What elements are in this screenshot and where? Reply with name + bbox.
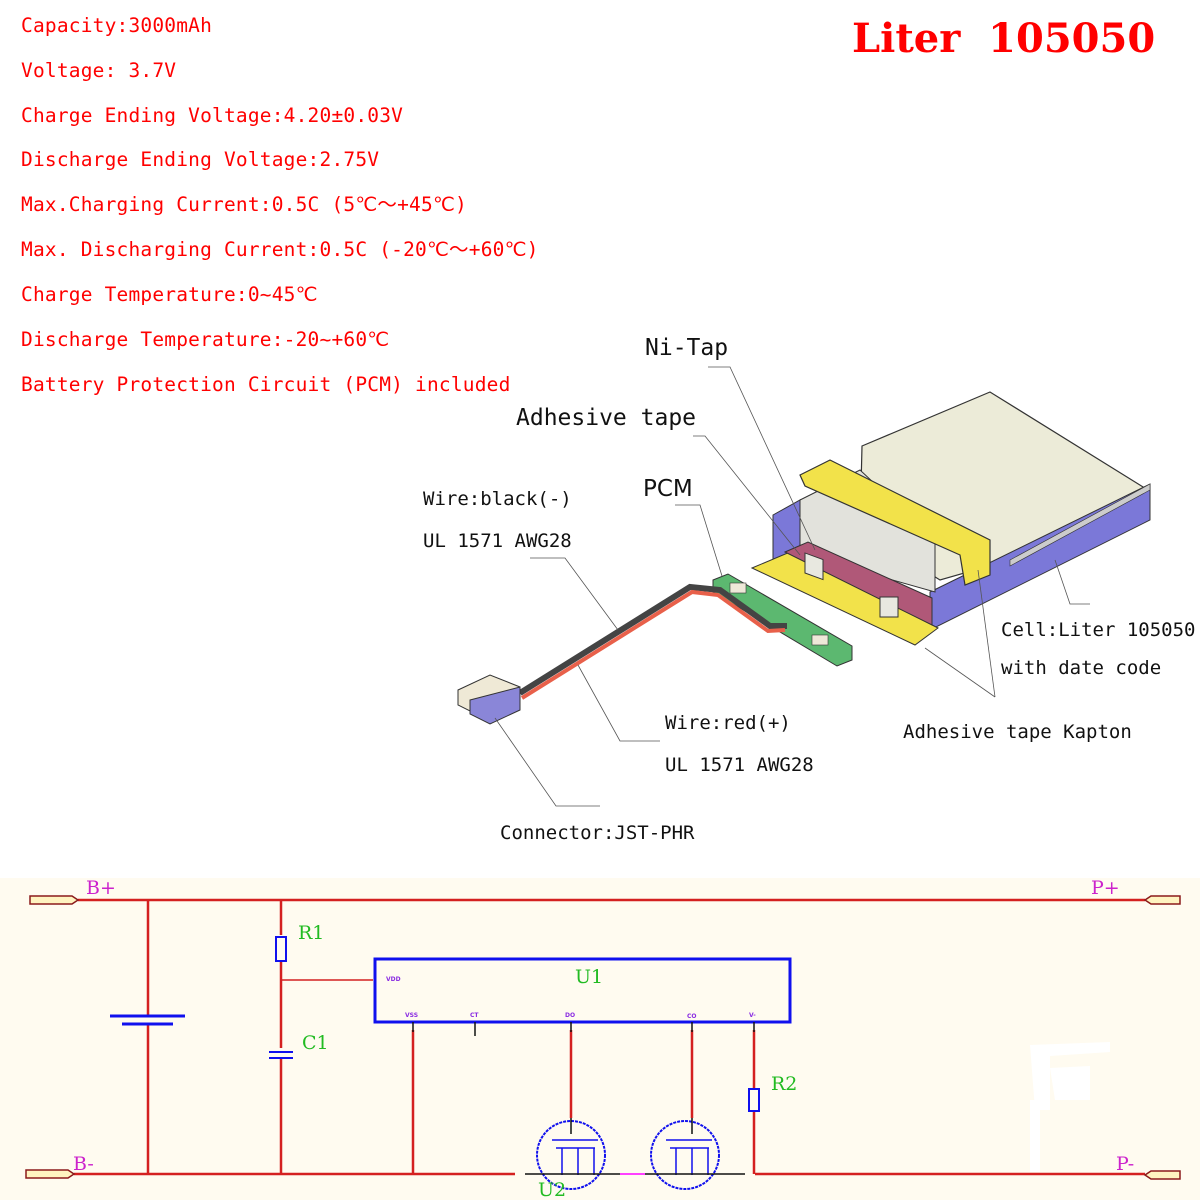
label-adhesive-tape: Adhesive tape: [516, 405, 697, 431]
leader-adhesive-tape: [693, 435, 801, 556]
label-r2: R2: [771, 1073, 798, 1095]
spec-voltage: Voltage: 3.7V: [21, 59, 177, 82]
pin-vdd: VDD: [386, 976, 401, 983]
resistor-r1: [275, 936, 287, 962]
spec-pcm-included: Battery Protection Circuit (PCM) include…: [21, 373, 511, 396]
leader-kapton-2: [977, 569, 996, 698]
pin-vm: V-: [749, 1012, 756, 1019]
label-c1: C1: [302, 1032, 329, 1054]
label-ni-tap: Ni-Tap: [645, 335, 729, 361]
pin-ct: CT: [470, 1012, 479, 1019]
label-p-plus: P+: [1091, 877, 1120, 899]
label-kapton: Adhesive tape Kapton: [903, 721, 1132, 743]
spec-discharge-ending-voltage: Discharge Ending Voltage:2.75V: [21, 148, 380, 171]
wire-black: [518, 583, 787, 696]
mosfet-q1: [536, 1120, 606, 1190]
spec-capacity: Capacity:3000mAh: [21, 14, 213, 37]
pin-do: DO: [565, 1012, 576, 1019]
cell-edge-right: [1009, 483, 1151, 567]
spec-max-charging-current: Max.Charging Current:0.5C (5℃～+45℃): [21, 193, 467, 216]
label-b-plus: B+: [86, 877, 116, 899]
label-wire-red: Wire:red(+): [665, 712, 791, 734]
jst-connector-body: [469, 686, 521, 725]
leader-pcm: [675, 504, 723, 577]
port-b-plus: [29, 895, 80, 905]
leader-wire-black: [530, 557, 619, 631]
port-b-minus: [25, 1169, 76, 1179]
pcm-chip-2: [811, 634, 829, 646]
leader-lines: [494, 366, 1090, 807]
pin-vss: VSS: [405, 1012, 419, 1019]
wire-red: [520, 589, 786, 700]
label-wire-black: Wire:black(-): [423, 488, 572, 510]
leader-ni-tap: [708, 366, 816, 551]
label-cell-date-code: with date code: [1001, 657, 1162, 679]
leader-connector: [494, 717, 600, 807]
label-wire-red-spec: UL 1571 AWG28: [665, 754, 814, 776]
adhesive-tape-band: [799, 459, 991, 586]
product-title: Liter 105050: [852, 15, 1156, 62]
ni-tab-1: [804, 552, 824, 581]
spec-charge-ending-voltage: Charge Ending Voltage:4.20±0.03V: [21, 104, 404, 127]
label-p-minus: P-: [1116, 1153, 1135, 1175]
port-p-plus: [1143, 895, 1181, 905]
label-wire-black-spec: UL 1571 AWG28: [423, 530, 572, 552]
spec-max-discharging-current: Max. Discharging Current:0.5C (-20℃～+60℃…: [21, 238, 539, 261]
label-cell: Cell:Liter 105050: [1001, 619, 1196, 641]
label-connector: Connector:JST-PHR: [500, 822, 695, 844]
kapton-bottom-strip: [750, 551, 939, 646]
resistor-r2: [748, 1088, 760, 1112]
label-b-minus: B-: [73, 1153, 94, 1175]
spec-charge-temperature: Charge Temperature:0~45℃: [21, 283, 318, 306]
label-pcm: PCM: [643, 476, 693, 502]
leader-cell: [1054, 559, 1090, 605]
label-r1: R1: [298, 922, 325, 944]
ic-u1: [373, 957, 792, 1024]
logo-mask: [1030, 1042, 1110, 1172]
leader-wire-red: [577, 664, 660, 742]
label-u2: U2: [538, 1179, 567, 1201]
schematic-background: [0, 878, 1200, 1200]
leader-kapton-1: [924, 647, 996, 698]
battery-illustration: [457, 366, 1151, 807]
ni-tab-2: [879, 596, 899, 618]
pin-co: CO: [687, 1013, 697, 1020]
label-u1: U1: [575, 966, 604, 988]
mosfet-q2: [650, 1120, 720, 1190]
pcm-chip-1: [729, 582, 747, 594]
port-p-minus: [1143, 1170, 1181, 1180]
spec-discharge-temperature: Discharge Temperature:-20~+60℃: [21, 328, 390, 351]
